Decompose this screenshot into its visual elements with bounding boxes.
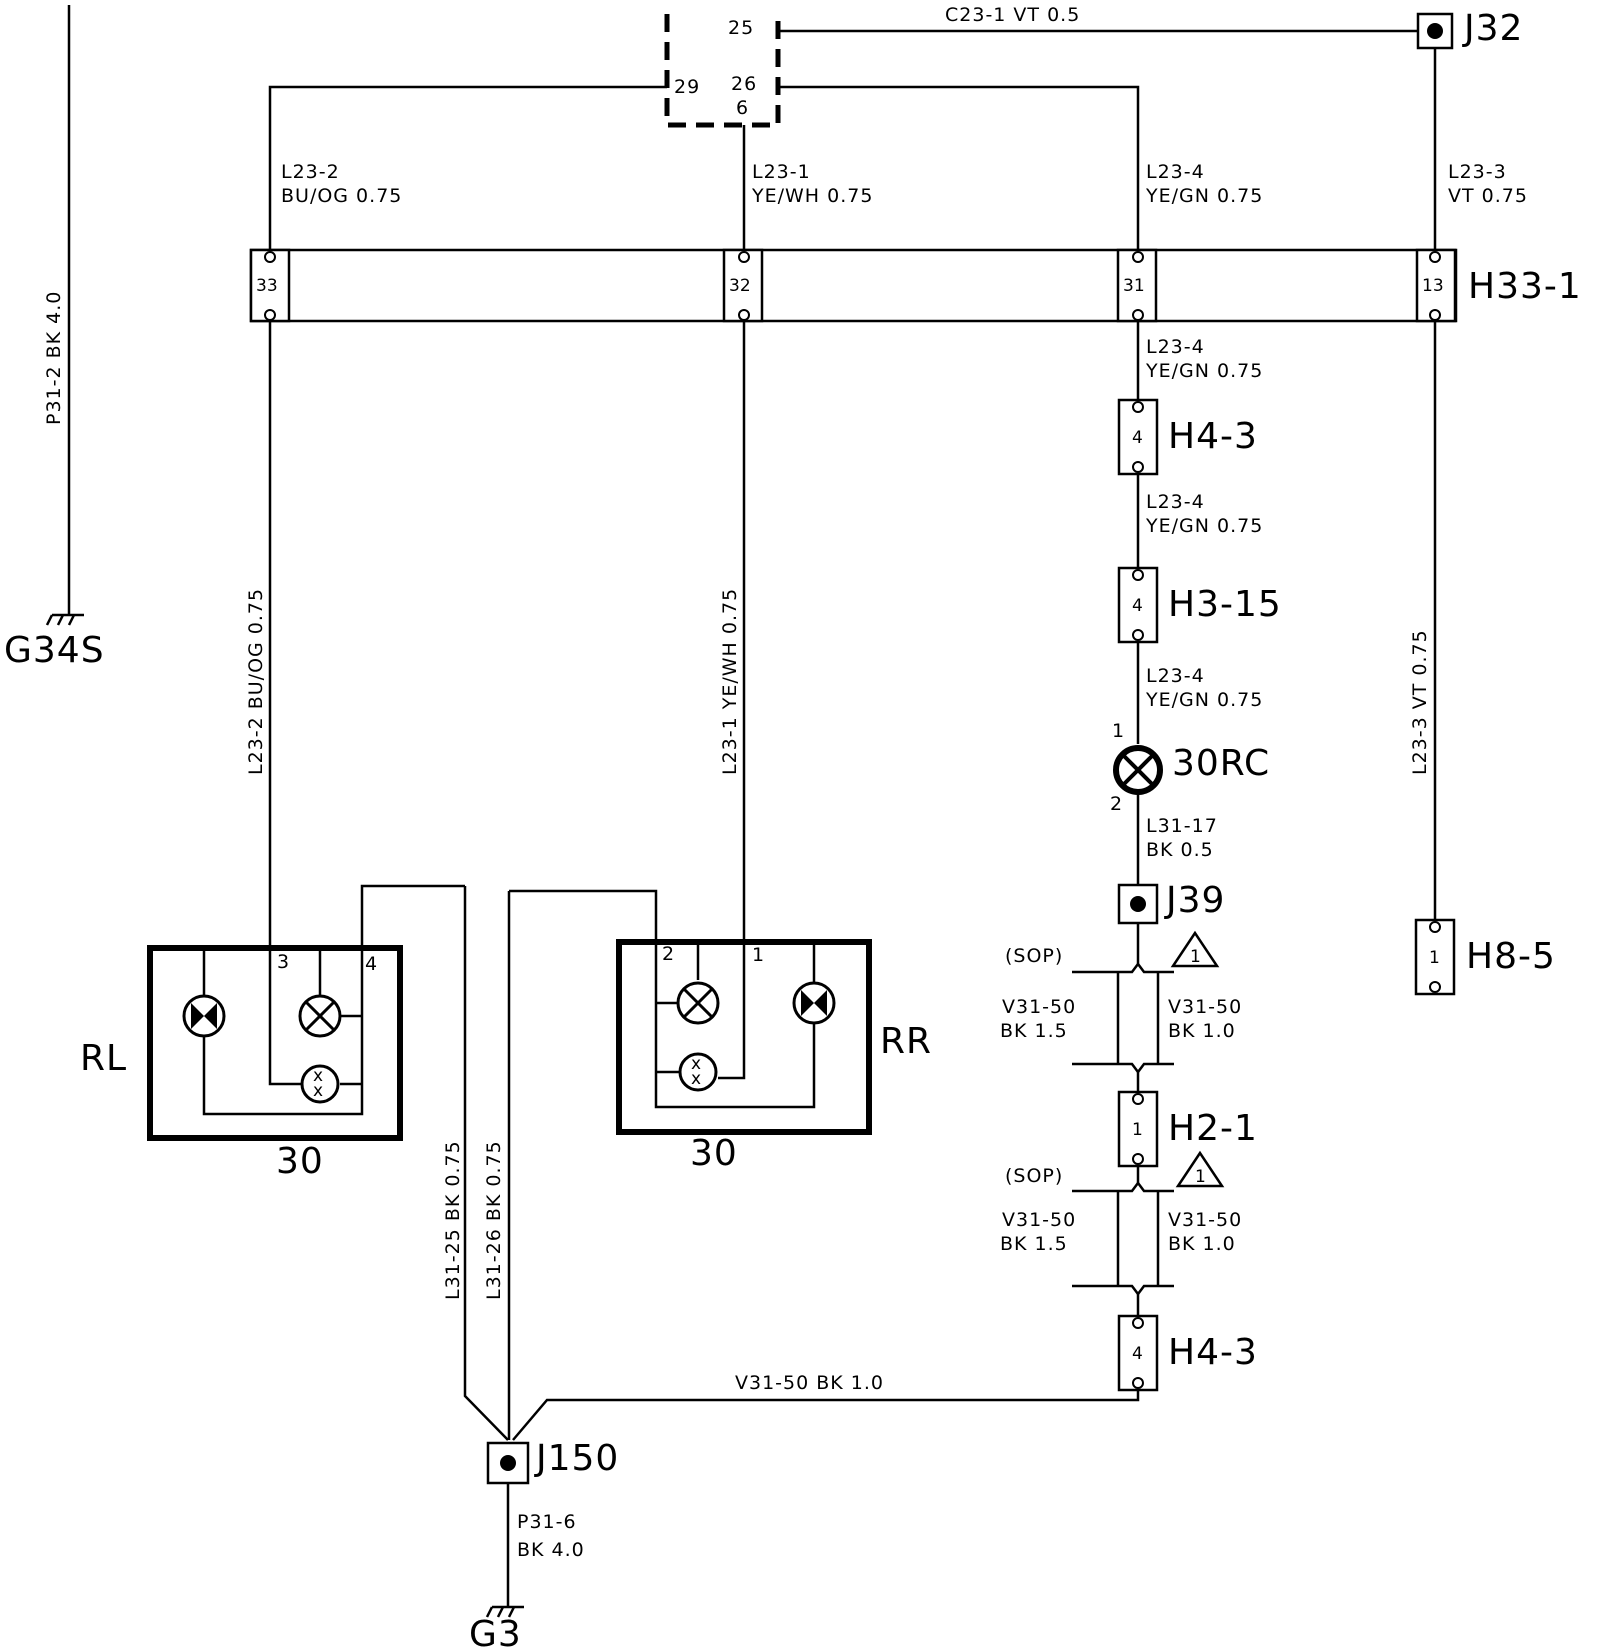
- rear-right-lamp: RR 30 2 1 x x: [509, 889, 932, 1174]
- l23-2-code-top: L23-2: [281, 161, 340, 183]
- rr-pin-2: 2: [662, 943, 675, 965]
- l23-3-wire-vert: L23-3 VT 0.75: [1409, 629, 1431, 775]
- splice-j150: J150 P31-6 BK 4.0 G3: [469, 1438, 619, 1648]
- h3-15-label: H3-15: [1168, 584, 1282, 625]
- svg-text:x: x: [691, 1069, 701, 1089]
- mid-wires: L23-2 BU/OG 0.75 L23-1 YE/WH 0.75 L23-3 …: [245, 320, 1437, 948]
- rear-left-lamp: RL 30 3 4 x x: [80, 884, 465, 1182]
- rr-label: RR: [880, 1021, 932, 1062]
- l23-1-code-top: L23-1: [752, 161, 811, 183]
- top-wires: C23-1 VT 0.5 L23-2 BU/OG 0.75 L23-1 YE/W…: [268, 4, 1528, 252]
- p31-6-spec: BK 4.0: [517, 1539, 585, 1561]
- l23-4-spec-c: YE/GN 0.75: [1145, 689, 1263, 711]
- h33-pin-31: 31: [1123, 276, 1145, 296]
- ground-wires: L31-25 BK 0.75 L31-26 BK 0.75 V31-50 BK …: [442, 886, 1140, 1441]
- ground-g34s: G34S P31-2 BK 4.0: [4, 5, 105, 671]
- lamp-30rc: 1 2 30RC L31-17 BK 0.5: [1110, 720, 1270, 885]
- sop-upper-label: (SOP): [1005, 945, 1063, 967]
- lamp-pin-2: 2: [1110, 793, 1123, 815]
- svg-text:x: x: [691, 1054, 701, 1074]
- h4-3-upper-label: H4-3: [1168, 416, 1258, 457]
- l31-26-wire-vert: L31-26 BK 0.75: [483, 1140, 505, 1300]
- ecu-pin-6: 6: [736, 97, 749, 119]
- v31-50-spec-right-a: BK 1.0: [1168, 1020, 1236, 1042]
- sop-lower-label: (SOP): [1005, 1165, 1063, 1187]
- l23-3-spec-top: VT 0.75: [1448, 185, 1528, 207]
- h2-1-pin: 1: [1132, 1120, 1143, 1140]
- j39-label: J39: [1164, 880, 1225, 921]
- h33-pin-33: 33: [256, 276, 278, 296]
- 30rc-label: 30RC: [1172, 743, 1270, 784]
- h8-5-pin: 1: [1429, 948, 1440, 968]
- control-unit: 25 29 26 6: [664, 14, 781, 128]
- l31-17-spec: BK 0.5: [1146, 839, 1214, 861]
- l23-1-wire-vert: L23-1 YE/WH 0.75: [719, 588, 741, 775]
- rr-number: 30: [690, 1133, 738, 1174]
- j150-label: J150: [534, 1438, 619, 1479]
- l23-2-spec-top: BU/OG 0.75: [281, 185, 402, 207]
- l23-3-code-top: L23-3: [1448, 161, 1507, 183]
- g3-label: G3: [469, 1614, 522, 1648]
- h3-15-pin: 4: [1132, 596, 1143, 616]
- rl-pin-4: 4: [365, 953, 378, 975]
- svg-text:x: x: [313, 1066, 323, 1086]
- rl-pin-3: 3: [277, 951, 290, 973]
- v31-50-bottom-label: V31-50 BK 1.0: [735, 1372, 884, 1394]
- l23-4-code-c: L23-4: [1146, 665, 1205, 687]
- p31-6-code: P31-6: [517, 1511, 577, 1533]
- h8-5-label: H8-5: [1466, 936, 1556, 977]
- l23-4-code-top: L23-4: [1146, 161, 1205, 183]
- ecu-pin-26: 26: [731, 73, 757, 95]
- connector-h4-3-upper: 4 H4-3: [1117, 398, 1258, 476]
- j32-label: J32: [1462, 8, 1523, 49]
- warning-icon: 1: [1190, 947, 1201, 967]
- h4-3-lower-label: H4-3: [1168, 1332, 1258, 1373]
- sop-section-lower: (SOP) 1 V31-50 BK 1.5 V31-50 BK 1.0: [1000, 1150, 1242, 1316]
- svg-text:x: x: [313, 1081, 323, 1101]
- l31-17-code: L31-17: [1146, 815, 1218, 837]
- h33-1-label: H33-1: [1468, 266, 1582, 307]
- rl-number: 30: [276, 1141, 324, 1182]
- v31-50-spec-left-b: BK 1.5: [1000, 1233, 1068, 1255]
- h33-pin-32: 32: [729, 276, 751, 296]
- l23-4-spec-top: YE/GN 0.75: [1145, 185, 1263, 207]
- ecu-pin-29: 29: [674, 76, 700, 98]
- l23-4-code-b: L23-4: [1146, 491, 1205, 513]
- connector-h2-1: 1 H2-1: [1117, 1090, 1258, 1168]
- connector-h8-5: 1 H8-5: [1414, 918, 1556, 996]
- l31-25-wire-vert: L31-25 BK 0.75: [442, 1140, 464, 1300]
- splice-j39: J39: [1117, 880, 1225, 925]
- c23-1-label: C23-1 VT 0.5: [945, 4, 1080, 26]
- v31-50-code-left-b: V31-50: [1002, 1209, 1076, 1231]
- v31-50-code-right-b: V31-50: [1168, 1209, 1242, 1231]
- v31-50-code-right-a: V31-50: [1168, 996, 1242, 1018]
- l23-4-spec-a: YE/GN 0.75: [1145, 360, 1263, 382]
- h4-3-lower-pin: 4: [1132, 1344, 1143, 1364]
- l23-4-spec-b: YE/GN 0.75: [1145, 515, 1263, 537]
- v31-50-spec-right-b: BK 1.0: [1168, 1233, 1236, 1255]
- connector-h3-15: 4 H3-15: [1117, 566, 1282, 644]
- warning-icon: 1: [1195, 1167, 1206, 1187]
- splice-j32: J32: [1416, 8, 1523, 50]
- p31-2-wire-label: P31-2 BK 4.0: [43, 291, 65, 425]
- v31-50-code-left-a: V31-50: [1002, 996, 1076, 1018]
- g34s-label: G34S: [4, 630, 105, 671]
- h4-3-upper-pin: 4: [1132, 428, 1143, 448]
- connector-h4-3-lower: 4 H4-3: [1117, 1314, 1258, 1392]
- l23-4-code-a: L23-4: [1146, 336, 1205, 358]
- connector-h33-1: 33 32 31 13 H33-1: [249, 248, 1582, 323]
- rl-label: RL: [80, 1038, 127, 1079]
- ecu-pin-25: 25: [728, 17, 754, 39]
- sop-section-upper: (SOP) 1 V31-50 BK 1.5 V31-50 BK 1.0: [1000, 923, 1242, 1092]
- h33-pin-13: 13: [1422, 276, 1444, 296]
- v31-50-spec-left-a: BK 1.5: [1000, 1020, 1068, 1042]
- rr-pin-1: 1: [752, 944, 765, 966]
- l23-2-wire-vert: L23-2 BU/OG 0.75: [245, 588, 267, 775]
- h2-1-label: H2-1: [1168, 1108, 1258, 1149]
- l23-1-spec-top: YE/WH 0.75: [751, 185, 873, 207]
- lamp-pin-1: 1: [1112, 720, 1125, 742]
